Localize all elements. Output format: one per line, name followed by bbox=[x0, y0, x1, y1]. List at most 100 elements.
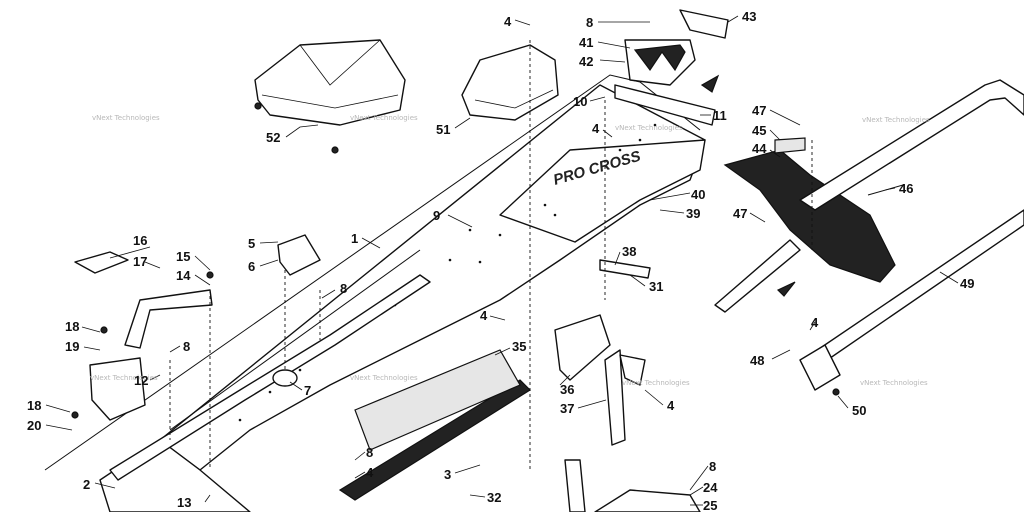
callout-32: 32 bbox=[487, 490, 501, 505]
decal-45 bbox=[774, 137, 806, 154]
bracket-6 bbox=[277, 234, 321, 276]
tunnel-edge-line bbox=[169, 249, 421, 431]
side-bracket-19 bbox=[89, 357, 146, 421]
decal-panel bbox=[499, 139, 706, 243]
callout-13: 13 bbox=[177, 495, 191, 510]
callouts: 52 51 4 8 41 42 43 10 11 4 47 45 44 46 4… bbox=[27, 9, 974, 512]
callout-2: 2 bbox=[83, 477, 90, 492]
callout-49: 49 bbox=[960, 276, 974, 291]
callout-10: 10 bbox=[573, 94, 587, 109]
callout-20: 20 bbox=[27, 418, 41, 433]
rail-31 bbox=[599, 259, 651, 279]
callout-25: 25 bbox=[703, 498, 717, 512]
leader-lines bbox=[45, 15, 959, 506]
bumper-end-cap bbox=[799, 344, 841, 391]
callout-19: 19 bbox=[65, 339, 79, 354]
pad-7 bbox=[272, 369, 298, 387]
callout-4: 4 bbox=[504, 14, 512, 29]
snow-flap-44 bbox=[714, 137, 904, 313]
flap-support bbox=[714, 239, 801, 313]
callout-52: 52 bbox=[266, 130, 280, 145]
callout-45: 45 bbox=[752, 123, 766, 138]
plate-4-right bbox=[619, 354, 646, 386]
tunnel-assembly: PRO CROSS bbox=[44, 74, 706, 512]
callout-12: 12 bbox=[134, 373, 148, 388]
callout-17: 17 bbox=[133, 254, 147, 269]
callout-8: 8 bbox=[340, 281, 347, 296]
tunnel-left-rail bbox=[109, 274, 431, 481]
callout-36: 36 bbox=[560, 382, 574, 397]
nut-15 bbox=[206, 271, 214, 279]
watermark: vNext Technologies bbox=[350, 374, 418, 382]
callout-8: 8 bbox=[586, 15, 593, 30]
direction-arrow bbox=[700, 74, 720, 93]
watermark: vNext Technologies bbox=[90, 374, 158, 382]
rear-bumper-49 bbox=[799, 79, 1024, 396]
callout-46: 46 bbox=[899, 181, 913, 196]
callout-48: 48 bbox=[750, 353, 764, 368]
callout-5: 5 bbox=[248, 236, 255, 251]
callout-31: 31 bbox=[649, 279, 663, 294]
bag-lid-seam bbox=[299, 39, 381, 86]
bumper-nut-50 bbox=[832, 388, 840, 396]
watermark: vNext Technologies bbox=[350, 114, 418, 122]
callout-4: 4 bbox=[366, 465, 374, 480]
side-brackets-35-37 bbox=[554, 259, 701, 512]
callout-24: 24 bbox=[703, 480, 718, 495]
bracket-35 bbox=[554, 314, 611, 381]
callout-51: 51 bbox=[436, 122, 450, 137]
callout-16: 16 bbox=[133, 233, 147, 248]
grab-handle-14 bbox=[124, 289, 213, 349]
callout-4: 4 bbox=[667, 398, 675, 413]
watermark: vNext Technologies bbox=[862, 116, 930, 124]
callout-11: 11 bbox=[713, 108, 727, 123]
callout-4: 4 bbox=[480, 308, 488, 323]
watermarks: vNext Technologies vNext Technologies vN… bbox=[90, 114, 930, 387]
callout-41: 41 bbox=[579, 35, 593, 50]
callout-37: 37 bbox=[560, 401, 574, 416]
callout-8: 8 bbox=[709, 459, 716, 474]
callout-9: 9 bbox=[433, 208, 440, 223]
callout-42: 42 bbox=[579, 54, 593, 69]
watermark: vNext Technologies bbox=[622, 379, 690, 387]
callout-40: 40 bbox=[691, 187, 705, 202]
callout-39: 39 bbox=[686, 206, 700, 221]
bracket-43 bbox=[679, 9, 729, 39]
rail-10-11 bbox=[614, 84, 716, 126]
callout-43: 43 bbox=[742, 9, 756, 24]
callout-1: 1 bbox=[351, 231, 358, 246]
callout-47: 47 bbox=[752, 103, 766, 118]
callout-50: 50 bbox=[852, 403, 866, 418]
watermark: vNext Technologies bbox=[92, 114, 160, 122]
tunnel-bag-52 bbox=[254, 39, 406, 154]
seat-bag-seam bbox=[474, 89, 554, 109]
left-side-parts bbox=[71, 234, 321, 421]
callout-18: 18 bbox=[65, 319, 79, 334]
watermark: vNext Technologies bbox=[860, 379, 928, 387]
nut-18-top bbox=[100, 326, 108, 334]
callout-3: 3 bbox=[444, 467, 451, 482]
running-board-mid bbox=[354, 349, 521, 451]
callout-35: 35 bbox=[512, 339, 526, 354]
snow-flap bbox=[723, 149, 896, 283]
rod-32 bbox=[564, 459, 586, 512]
bracket-24-25 bbox=[594, 489, 701, 512]
callout-8: 8 bbox=[366, 445, 373, 460]
callout-4: 4 bbox=[592, 121, 600, 136]
bracket-42-cutouts bbox=[633, 44, 686, 72]
watermark: vNext Technologies bbox=[615, 124, 683, 132]
bracket-37 bbox=[604, 349, 626, 446]
bag-body bbox=[254, 39, 406, 126]
nut-18-bottom bbox=[71, 411, 79, 419]
callout-8: 8 bbox=[183, 339, 190, 354]
hardware-lines bbox=[169, 40, 813, 470]
callout-7: 7 bbox=[304, 383, 311, 398]
callout-14: 14 bbox=[176, 268, 191, 283]
bag-strap-end bbox=[331, 146, 339, 154]
callout-38: 38 bbox=[622, 244, 636, 259]
callout-18: 18 bbox=[27, 398, 41, 413]
bumper-top-bar bbox=[799, 79, 1024, 211]
callout-15: 15 bbox=[176, 249, 190, 264]
